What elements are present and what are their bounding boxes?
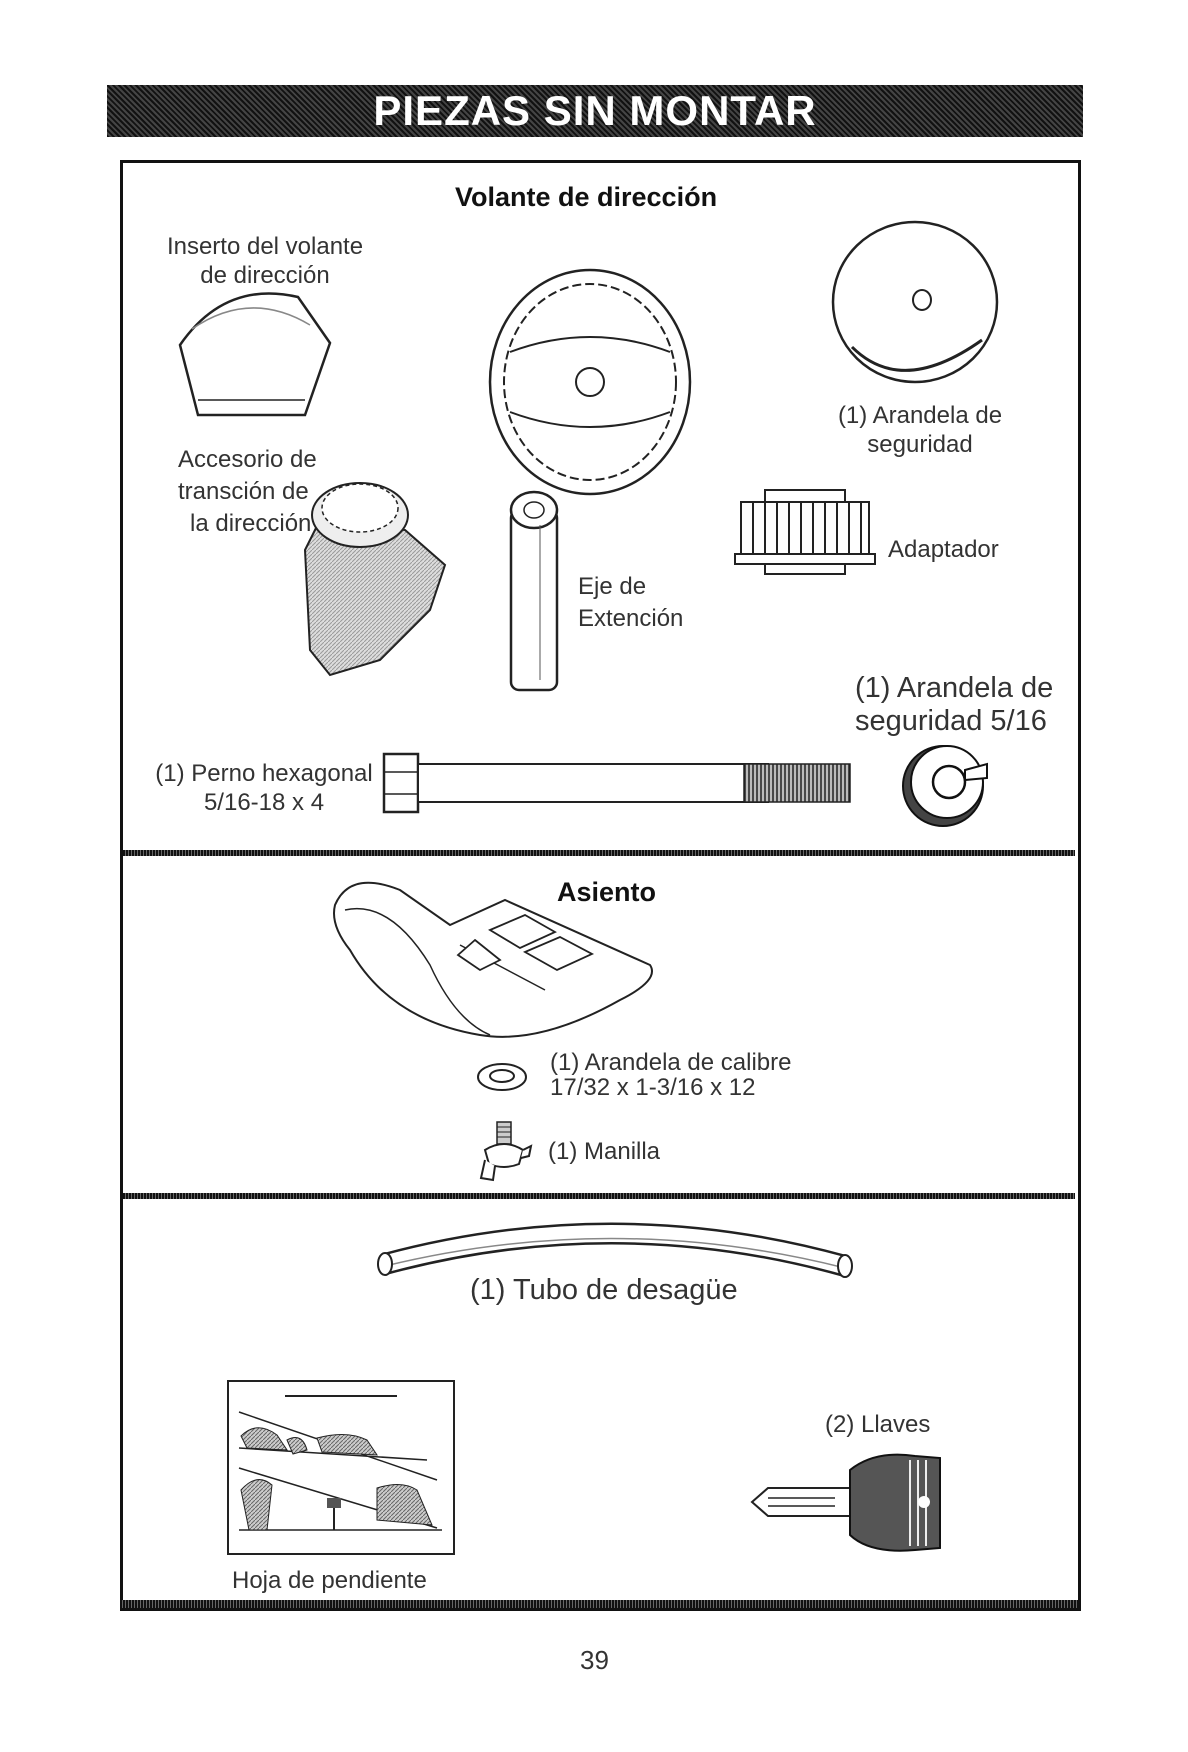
hex-bolt-label: (1) Perno hexagonal 5/16-18 x 4 xyxy=(155,760,373,816)
gauge-washer-label: (1) Arandela de calibre 17/32 x 1-3/16 x… xyxy=(550,1049,792,1101)
lock-washer-label: (1) Arandela de seguridad xyxy=(837,402,1003,458)
steering-insert-illustration xyxy=(178,292,332,417)
split-lock-washer-illustration xyxy=(902,745,988,827)
gauge-washer-illustration xyxy=(477,1063,527,1091)
knob-illustration xyxy=(479,1121,533,1182)
steering-wheel-illustration xyxy=(488,268,692,496)
bottom-border xyxy=(120,1600,1078,1608)
page-title: PIEZAS SIN MONTAR xyxy=(373,87,817,134)
transition-accessory-label: Accesorio de transción de la dirección xyxy=(178,446,317,537)
seat-illustration xyxy=(333,881,653,1038)
lock-washer-illustration xyxy=(831,220,999,384)
drain-tube-label: (1) Tubo de desagüe xyxy=(470,1274,738,1306)
key-illustration xyxy=(750,1453,941,1552)
steering-heading: Volante de dirección xyxy=(455,182,718,212)
page-number: 39 xyxy=(580,1645,609,1675)
slope-sheet-label: Hoja de pendiente xyxy=(232,1567,427,1594)
drain-tube-illustration xyxy=(377,1222,853,1278)
extension-shaft-illustration xyxy=(509,490,559,692)
lock-washer-5-16-label: (1) Arandela de seguridad 5/16 xyxy=(855,672,1054,737)
extension-shaft-label: Eje de Extención xyxy=(578,573,684,632)
parts-frame xyxy=(120,160,1081,1611)
section-divider-1 xyxy=(123,850,1075,856)
seat-heading: Asiento xyxy=(557,877,657,907)
title-bar: PIEZAS SIN MONTAR xyxy=(107,85,1083,137)
keys-label: (2) Llaves xyxy=(825,1411,931,1438)
steering-insert-label: Inserto del volante de dirección xyxy=(166,233,364,289)
adapter-illustration xyxy=(734,489,876,575)
knob-label: (1) Manilla xyxy=(548,1138,661,1165)
transition-accessory-illustration xyxy=(303,482,447,677)
hex-bolt-illustration xyxy=(382,752,851,814)
section-divider-2 xyxy=(123,1193,1075,1199)
adapter-label: Adaptador xyxy=(888,536,999,563)
slope-sheet-illustration xyxy=(227,1380,455,1555)
